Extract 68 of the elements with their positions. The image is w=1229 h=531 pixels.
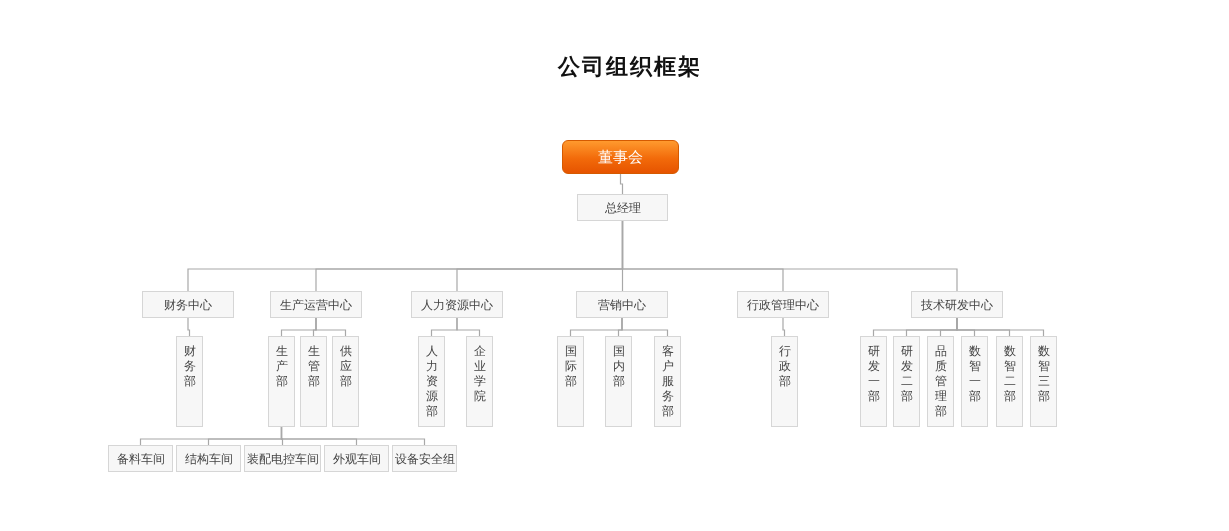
department-box [244, 445, 321, 472]
department-box [300, 336, 327, 427]
node-label: 备料车间 [116, 450, 165, 468]
department-box [176, 336, 203, 427]
department-box [270, 291, 362, 318]
node-label: 人力资源部 [425, 344, 438, 419]
department-box [605, 336, 632, 427]
connector-line [456, 317, 481, 337]
node-label: 国际部 [564, 344, 577, 389]
node-label: 生产运营中心 [280, 296, 352, 314]
department-box [332, 336, 359, 427]
department-box [324, 445, 389, 472]
connector-line [187, 317, 191, 337]
node-label: 数智二部 [1003, 344, 1016, 404]
connector-line [782, 317, 786, 337]
node-label: 技术研发中心 [921, 296, 993, 314]
node-label: 董事会 [598, 146, 643, 168]
department-box [392, 445, 457, 472]
node-label: 生管部 [307, 344, 320, 389]
node-label: 生产部 [275, 344, 288, 389]
department-box [771, 336, 798, 427]
department-box [576, 291, 668, 318]
node-label: 总经理 [604, 199, 641, 217]
department-box [961, 336, 988, 427]
department-box [142, 291, 234, 318]
department-box [577, 194, 668, 221]
chart-title: 公司组织框架 [556, 53, 703, 81]
node-label: 供应部 [339, 344, 352, 389]
connector-line [621, 220, 958, 292]
node-label: 外观车间 [332, 450, 381, 468]
node-label: 装配电控车间 [246, 450, 319, 468]
node-label: 品质管理部 [934, 344, 947, 419]
node-label: 研发二部 [900, 344, 913, 404]
node-label: 财务中心 [164, 296, 212, 314]
connector-line [956, 317, 1045, 337]
node-label: 设备安全组 [394, 450, 455, 468]
node-label: 数智三部 [1037, 344, 1050, 404]
node-label: 行政部 [778, 344, 791, 389]
node-label: 客户服务部 [661, 344, 674, 419]
department-box [927, 336, 954, 427]
department-box [411, 291, 503, 318]
node-label: 财务部 [183, 344, 196, 389]
department-box [996, 336, 1023, 427]
department-box [1030, 336, 1057, 427]
node-label: 行政管理中心 [747, 296, 819, 314]
connector-line [315, 317, 347, 337]
connector-line [619, 173, 624, 195]
node-label: 人力资源中心 [421, 296, 493, 314]
department-box [557, 336, 584, 427]
department-box [893, 336, 920, 427]
node-label: 国内部 [612, 344, 625, 389]
connector-line [280, 426, 426, 446]
connector-line [621, 317, 669, 337]
department-box [466, 336, 493, 427]
department-box [654, 336, 681, 427]
department-box [108, 445, 173, 472]
department-box [176, 445, 241, 472]
department-box [911, 291, 1003, 318]
department-box [737, 291, 829, 318]
board-box [562, 140, 679, 174]
department-box [268, 336, 295, 427]
node-label: 研发一部 [867, 344, 880, 404]
department-box [418, 336, 445, 427]
node-label: 结构车间 [184, 450, 233, 468]
node-label: 企业学院 [473, 344, 486, 404]
department-box [860, 336, 887, 427]
node-label: 营销中心 [598, 296, 646, 314]
node-label: 数智一部 [968, 344, 981, 404]
